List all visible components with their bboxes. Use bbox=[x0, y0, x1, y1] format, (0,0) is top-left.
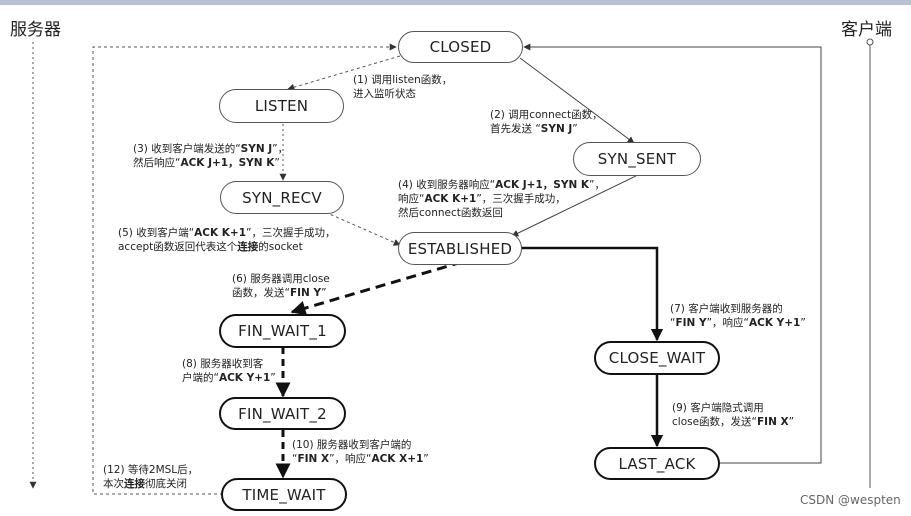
edge-lastack-closed bbox=[523, 43, 822, 464]
state-established: ESTABLISHED bbox=[398, 232, 522, 265]
edge-closed-listen bbox=[287, 55, 401, 91]
state-last-ack: LAST_ACK bbox=[594, 447, 720, 480]
note-2: (2) 调用connect函数， 首先发送 “SYN J” bbox=[490, 109, 603, 135]
edge-synsent-established bbox=[511, 175, 637, 237]
note-3: (3) 收到客户端发送的“SYN J”， 然后响应“ACK J+1，SYN K” bbox=[133, 143, 289, 169]
state-listen: LISTEN bbox=[219, 89, 344, 123]
state-syn-recv: SYN_RECV bbox=[220, 181, 344, 214]
edge-established-closewait bbox=[521, 246, 664, 342]
note-5: (5) 收到客户端“ACK K+1”，三次握手成功， accept函数返回代表这… bbox=[118, 227, 336, 253]
note-7: (7) 客户端收到服务器的 “FIN Y”，响应“ACK Y+1” bbox=[670, 303, 806, 329]
edge-closed-synsent bbox=[519, 57, 635, 144]
state-closed: CLOSED bbox=[398, 31, 523, 63]
server-label: 服务器 bbox=[10, 20, 61, 40]
state-fin-wait-1: FIN_WAIT_1 bbox=[219, 314, 346, 348]
top-border bbox=[0, 0, 911, 5]
state-fin-wait-2: FIN_WAIT_2 bbox=[219, 397, 346, 430]
edge-synrecv-established bbox=[324, 211, 401, 246]
edge-timewait-closed bbox=[92, 43, 397, 495]
client-label: 客户端 bbox=[841, 20, 892, 40]
note-6: (6) 服务器调用close 函数，发送“FIN Y” bbox=[232, 273, 330, 299]
note-1: (1) 调用listen函数， 进入监听状态 bbox=[353, 74, 453, 100]
note-9: (9) 客户端隐式调用 close函数，发送“FIN X” bbox=[672, 402, 795, 428]
edge-established-finwait1 bbox=[290, 260, 463, 316]
state-close-wait: CLOSE_WAIT bbox=[594, 341, 720, 375]
note-12: (12) 等待2MSL后， 本次连接彻底关闭 bbox=[103, 464, 199, 490]
note-10: (10) 服务器收到客户端的 “FIN X”，响应“ACK X+1” bbox=[292, 439, 429, 465]
watermark: CSDN @wespten bbox=[800, 493, 901, 507]
state-time-wait: TIME_WAIT bbox=[221, 478, 347, 511]
note-8: (8) 服务器收到客 户端的“ACK Y+1” bbox=[182, 358, 276, 384]
note-4: (4) 收到服务器响应“ACK J+1，SYN K”， 响应“ACK K+1”，… bbox=[398, 179, 605, 219]
state-syn-sent: SYN_SENT bbox=[573, 142, 701, 176]
